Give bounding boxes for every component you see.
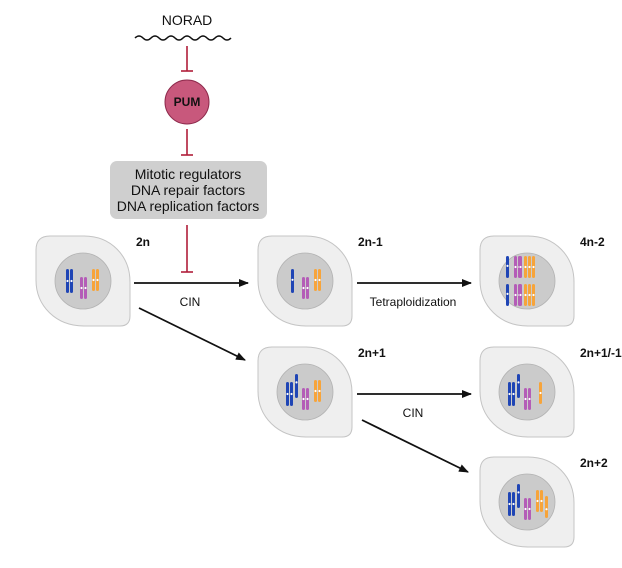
centromere xyxy=(96,278,99,282)
chromosomes xyxy=(508,484,548,520)
centromere xyxy=(532,293,535,297)
centromere xyxy=(66,279,69,283)
centromere xyxy=(508,392,511,396)
chromosomes xyxy=(508,374,542,410)
cell-2n: 2n xyxy=(35,235,150,327)
nucleus xyxy=(498,252,556,310)
centromere xyxy=(506,292,509,295)
target-dna-repair: DNA repair factors xyxy=(131,182,245,198)
norad-rna-squiggle xyxy=(134,35,232,41)
centromere xyxy=(318,278,321,282)
karyotype-label: 2n+1 xyxy=(358,346,386,360)
centromere xyxy=(536,499,539,503)
centromere xyxy=(295,381,298,384)
centromere xyxy=(306,286,309,290)
centromere xyxy=(318,389,321,393)
karyotype-label: 4n-2 xyxy=(580,235,605,249)
centromere xyxy=(519,293,522,297)
centromere xyxy=(306,397,309,401)
chromosomes xyxy=(506,256,535,306)
centromere xyxy=(539,391,542,395)
centromere xyxy=(528,507,531,511)
centromere xyxy=(540,499,543,503)
chromosomes xyxy=(291,269,321,299)
cell-2n-1-1: 2n+1/-1 xyxy=(479,346,622,438)
norad-label: NORAD xyxy=(162,12,213,28)
inhibition-norad-pum xyxy=(181,46,193,72)
centromere xyxy=(524,265,527,269)
inhibition-pum-targets xyxy=(181,129,193,156)
centromere xyxy=(84,286,87,290)
centromere xyxy=(286,392,289,396)
centromere xyxy=(80,286,83,290)
transition-label-cin-1: CIN xyxy=(180,295,201,309)
cell-2n-1: 2n-1 xyxy=(257,235,383,327)
karyotype-label: 2n-1 xyxy=(358,235,383,249)
centromere xyxy=(70,279,73,283)
cell-2n-2: 2n+2 xyxy=(479,456,608,548)
arrow-2n-to-2n+1 xyxy=(138,307,246,361)
chromosome-blue xyxy=(517,484,520,508)
centromere xyxy=(512,392,515,396)
chromosomes xyxy=(286,374,321,410)
pum-node xyxy=(164,79,210,125)
cells-layer: 2n 2n-1 4n-2 2n+1 2n+1/-1 2n+2 xyxy=(35,235,622,548)
chromosome-blue xyxy=(506,256,509,278)
centromere xyxy=(519,265,522,269)
centromere xyxy=(302,397,305,401)
chromosomes xyxy=(66,269,99,299)
centromere xyxy=(508,502,511,506)
centromere xyxy=(517,381,520,384)
inhibition-targets-cin xyxy=(181,225,193,273)
targets-box xyxy=(110,161,267,219)
target-dna-replication: DNA replication factors xyxy=(117,198,259,214)
centromere xyxy=(314,278,317,282)
centromere xyxy=(291,278,294,281)
centromere xyxy=(512,502,515,506)
chromosome-blue xyxy=(291,269,294,293)
centromere xyxy=(314,389,317,393)
centromere xyxy=(290,392,293,396)
transition-label-tetraploidization: Tetraploidization xyxy=(370,295,457,309)
karyotype-label: 2n+2 xyxy=(580,456,608,470)
target-mitotic-regulators: Mitotic regulators xyxy=(135,166,242,182)
centromere xyxy=(517,491,520,494)
cell-4n-2: 4n-2 xyxy=(479,235,605,327)
centromere xyxy=(514,293,517,297)
centromere xyxy=(528,265,531,269)
centromere xyxy=(302,286,305,290)
centromere xyxy=(524,397,527,401)
karyotype-label: 2n xyxy=(136,235,150,249)
centromere xyxy=(528,397,531,401)
karyotype-label: 2n+1/-1 xyxy=(580,346,622,360)
centromere xyxy=(92,278,95,282)
centromere xyxy=(524,507,527,511)
centromere xyxy=(545,508,548,511)
centromere xyxy=(514,265,517,269)
chromosome-blue xyxy=(517,374,520,398)
centromere xyxy=(524,293,527,297)
centromere xyxy=(532,265,535,269)
cell-2n-1: 2n+1 xyxy=(257,346,386,438)
chromosome-blue xyxy=(295,374,298,398)
centromere xyxy=(528,293,531,297)
pum-label: PUM xyxy=(174,95,201,109)
chromosome-orange xyxy=(545,496,548,518)
centromere xyxy=(506,264,509,267)
transition-label-cin-2: CIN xyxy=(403,406,424,420)
arrow-2n+1-to-2n+2 xyxy=(361,419,469,473)
